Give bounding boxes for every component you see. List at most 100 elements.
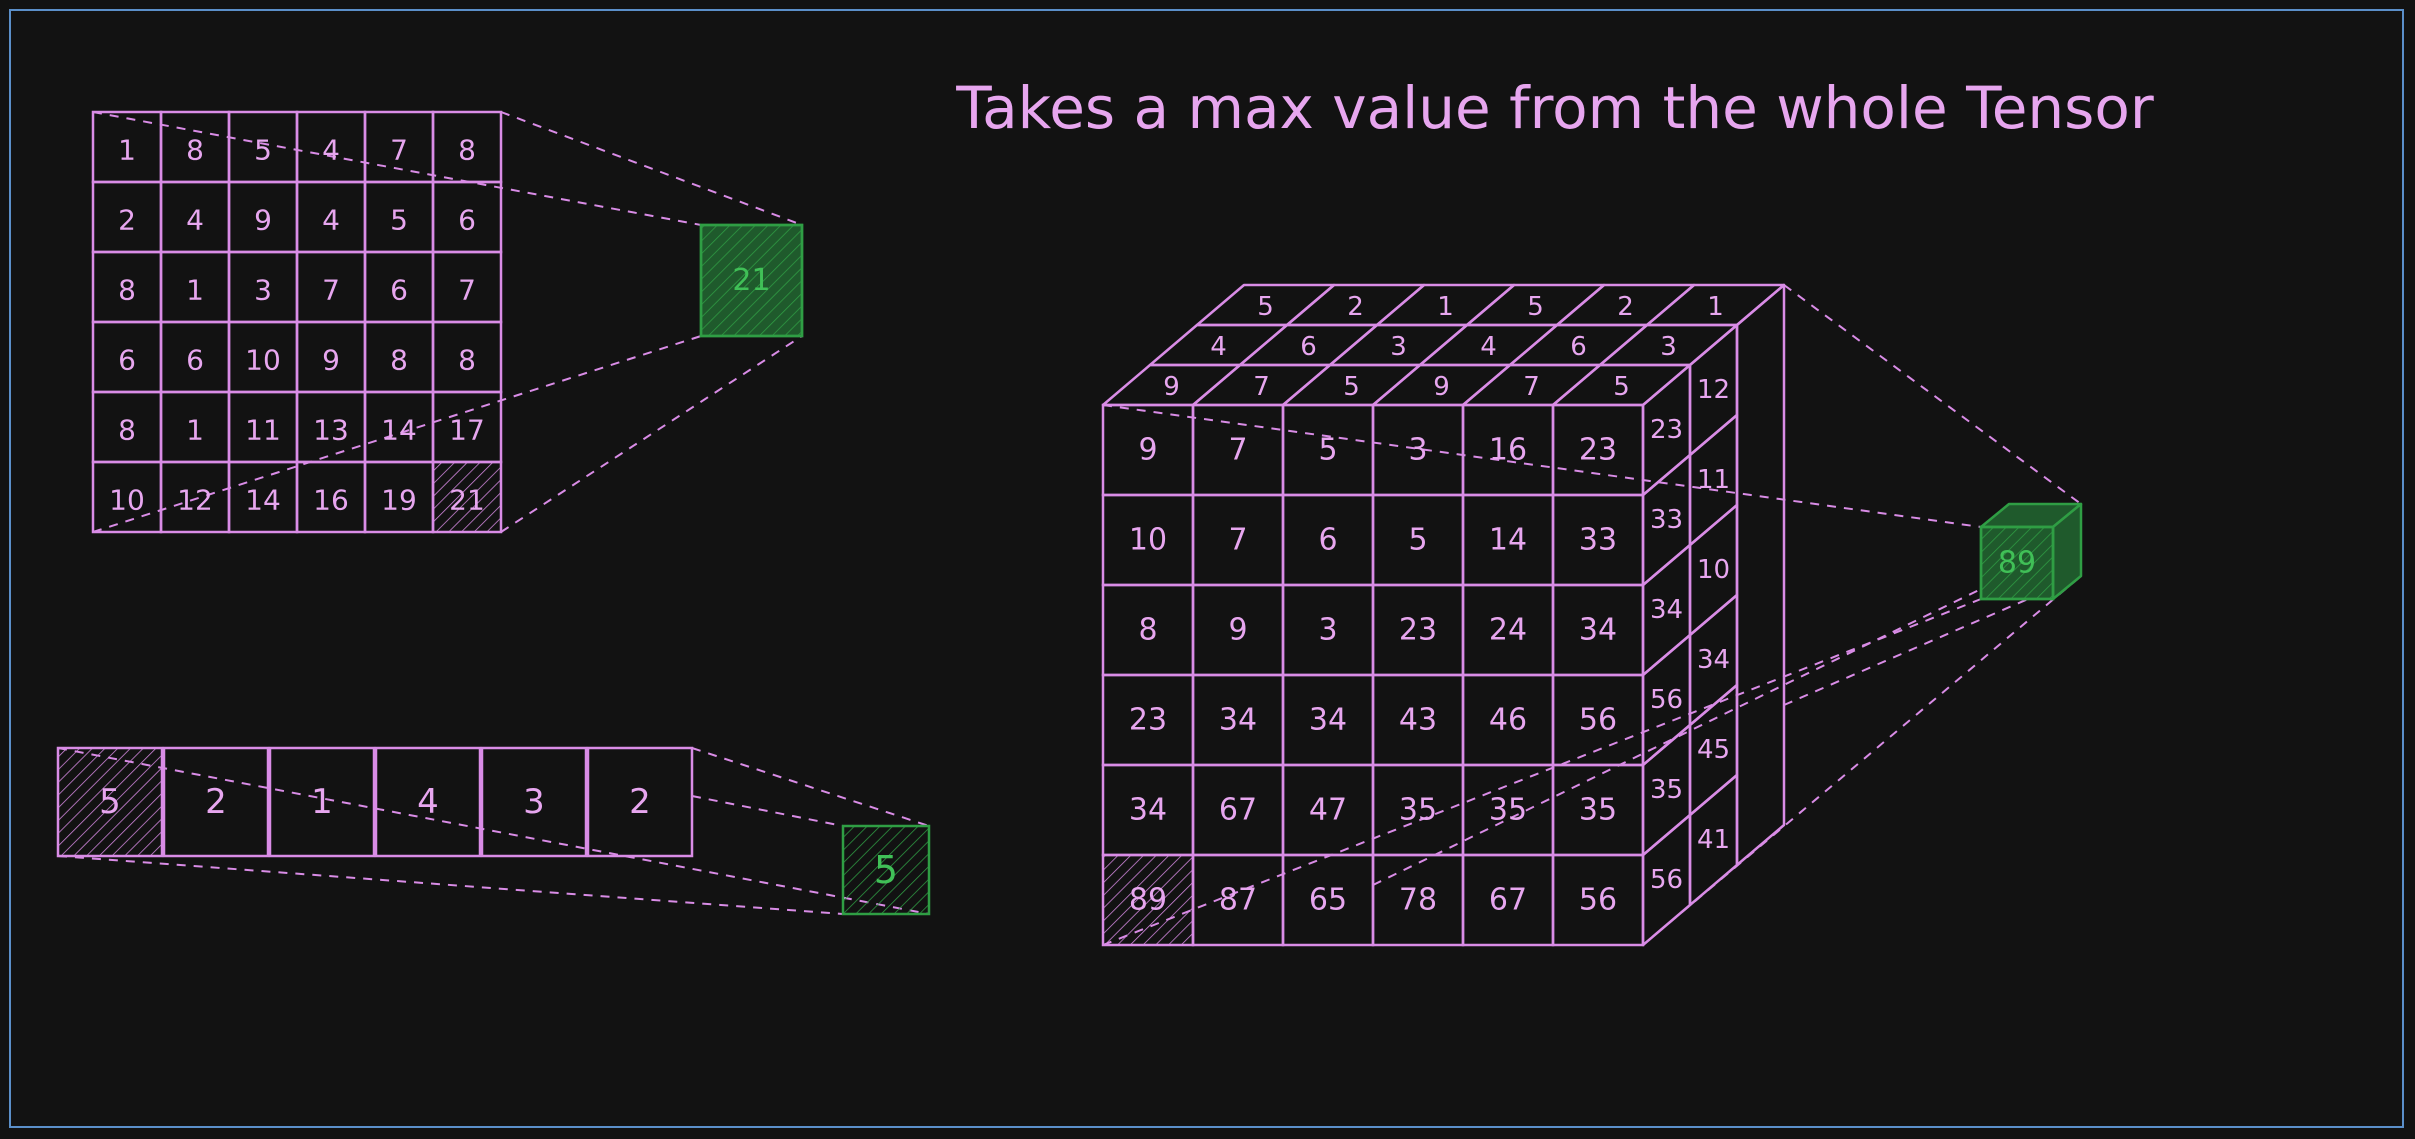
cube-top-value: 1 — [1437, 292, 1454, 322]
cube-top-value: 6 — [1300, 332, 1317, 362]
matrix-connector — [500, 111, 803, 226]
connector-lines — [57, 111, 2082, 946]
cube-front-value: 67 — [1489, 883, 1527, 918]
cube-connector — [1783, 284, 2082, 505]
cube-side-value: 56 — [1650, 865, 1683, 895]
cube-front-value: 5 — [1408, 523, 1427, 558]
cube-front-value: 46 — [1489, 703, 1527, 738]
vector-value: 1 — [311, 782, 333, 822]
cube-front-value: 5 — [1318, 433, 1337, 468]
cube-front-value: 34 — [1309, 703, 1347, 738]
cube-front-value: 35 — [1489, 793, 1527, 828]
vector-max-cell — [56, 746, 164, 858]
matrix-value: 13 — [313, 414, 349, 447]
vector-connector — [57, 747, 930, 915]
cube-front-value: 35 — [1579, 793, 1617, 828]
matrix-result: 21 — [732, 263, 770, 298]
diagram-title: Takes a max value from the whole Tensor — [955, 74, 2154, 142]
matrix-value: 8 — [390, 344, 408, 377]
matrix-value: 17 — [449, 414, 485, 447]
cube-top-value: 3 — [1390, 332, 1407, 362]
cube-side-value: 33 — [1650, 505, 1683, 535]
diagram-frame — [9, 9, 2404, 1128]
matrix-value: 11 — [245, 414, 281, 447]
cube-side-value: 12 — [1697, 375, 1730, 405]
cube-side-value: 34 — [1697, 645, 1730, 675]
matrix-value: 7 — [390, 134, 408, 167]
cube-top-value: 5 — [1527, 292, 1544, 322]
cube-side-value: 35 — [1650, 775, 1683, 805]
matrix-value: 5 — [390, 204, 408, 237]
cube-side-value: 45 — [1697, 735, 1730, 765]
cube-connector — [1102, 598, 1982, 946]
cube-connector — [1642, 575, 2082, 946]
vector-connector — [691, 795, 844, 827]
vector-cell — [374, 746, 482, 858]
cube-top-value: 1 — [1707, 292, 1724, 322]
cube-top-value: 4 — [1210, 332, 1227, 362]
cube-top-value: 9 — [1433, 372, 1450, 402]
matrix-value: 6 — [118, 344, 136, 377]
cube-front-value: 47 — [1309, 793, 1347, 828]
cube-front-value: 67 — [1219, 793, 1257, 828]
cube-front-value: 89 — [1129, 883, 1167, 918]
cube-front-value: 8 — [1138, 613, 1157, 648]
vector-value: 5 — [99, 782, 121, 822]
matrix-value: 1 — [186, 414, 204, 447]
cube-top-value: 2 — [1617, 292, 1634, 322]
cube-side-value: 11 — [1697, 465, 1730, 495]
cube-top-value: 2 — [1347, 292, 1364, 322]
cube-top-value: 5 — [1257, 292, 1274, 322]
cube-connector — [1102, 404, 1982, 528]
cube-top-value: 4 — [1480, 332, 1497, 362]
matrix-value: 6 — [186, 344, 204, 377]
cube-front-value: 23 — [1129, 703, 1167, 738]
vector-connector — [691, 747, 930, 827]
cube-front-value: 56 — [1579, 703, 1617, 738]
cube-top-value: 3 — [1660, 332, 1677, 362]
matrix-max-cell — [431, 460, 503, 534]
matrix-value: 2 — [118, 204, 136, 237]
cube-side-value: 41 — [1697, 825, 1730, 855]
cube-front-value: 16 — [1489, 433, 1527, 468]
vector-cell — [480, 746, 588, 858]
cube-top-value: 6 — [1570, 332, 1587, 362]
cube-result-hatch — [1979, 525, 2055, 601]
cube-front-value: 78 — [1399, 883, 1437, 918]
vector-cell — [268, 746, 376, 858]
matrix-value: 12 — [177, 484, 213, 517]
cube-connector — [1783, 575, 2082, 706]
cube-front-value: 10 — [1129, 523, 1167, 558]
matrix-value: 7 — [322, 274, 340, 307]
cube-front-value: 56 — [1579, 883, 1617, 918]
vector-result-box — [841, 824, 931, 916]
matrix-value: 8 — [186, 134, 204, 167]
matrix-value: 10 — [245, 344, 281, 377]
matrix-value: 6 — [390, 274, 408, 307]
cube-side-value: 10 — [1697, 555, 1730, 585]
cube-front-value: 9 — [1228, 613, 1247, 648]
matrix-value: 5 — [254, 134, 272, 167]
cube-top-value: 5 — [1613, 372, 1630, 402]
vector-value: 2 — [629, 782, 651, 822]
matrix-value: 6 — [458, 204, 476, 237]
cube-top-value: 7 — [1253, 372, 1270, 402]
matrix-value: 9 — [254, 204, 272, 237]
cube-front-value: 3 — [1318, 613, 1337, 648]
cube-front-value: 33 — [1579, 523, 1617, 558]
vector-value: 2 — [205, 782, 227, 822]
matrix-value: 3 — [254, 274, 272, 307]
cube-front-value: 34 — [1579, 613, 1617, 648]
matrix-value: 9 — [322, 344, 340, 377]
cube-top-value: 5 — [1343, 372, 1360, 402]
matrix-value: 8 — [458, 344, 476, 377]
matrix-connector — [92, 111, 702, 226]
cube-top-value: 7 — [1523, 372, 1540, 402]
cube-max-cell — [1101, 853, 1195, 947]
matrix-connector — [92, 335, 702, 533]
cube-front-value: 87 — [1219, 883, 1257, 918]
cube-front-value: 7 — [1228, 523, 1247, 558]
